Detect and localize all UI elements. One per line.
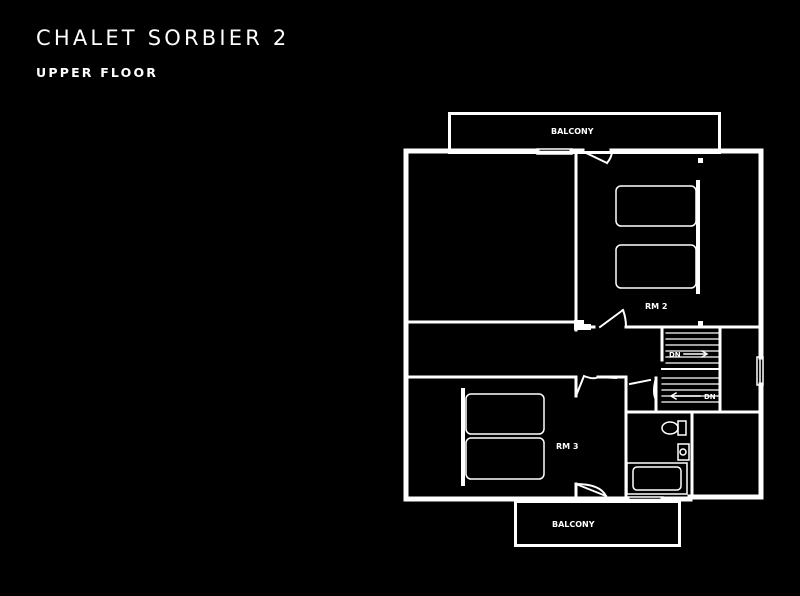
room-2-label: RM 2 bbox=[645, 302, 667, 311]
beds-room-3 bbox=[461, 388, 545, 486]
balcony-bottom-outline bbox=[514, 500, 681, 547]
staircase bbox=[661, 332, 721, 403]
balcony-bottom-label: BALCONY bbox=[552, 520, 595, 529]
stairs-dn-upper-label: DN bbox=[669, 351, 681, 359]
balcony-top-label: BALCONY bbox=[551, 127, 594, 136]
plan-subtitle: UPPER FLOOR bbox=[36, 65, 159, 80]
room-3-label: RM 3 bbox=[556, 442, 578, 451]
interior-walls bbox=[404, 149, 763, 501]
windows bbox=[536, 148, 764, 503]
door-swings bbox=[574, 149, 658, 498]
stairs-dn-lower-label: DN bbox=[704, 393, 716, 401]
outer-walls bbox=[403, 148, 764, 502]
wall-columns bbox=[574, 158, 703, 330]
bathroom-fixtures bbox=[626, 420, 690, 495]
beds-room-2 bbox=[615, 180, 700, 294]
plan-title: CHALET SORBIER 2 bbox=[36, 26, 290, 50]
